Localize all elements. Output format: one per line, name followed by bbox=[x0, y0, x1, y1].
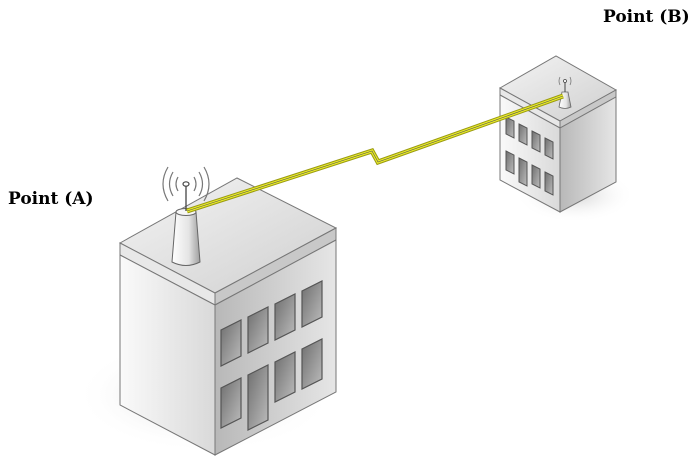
window bbox=[220, 377, 242, 429]
building-b-windows bbox=[505, 116, 554, 196]
building-a bbox=[75, 166, 338, 456]
window bbox=[531, 130, 541, 153]
window bbox=[247, 306, 269, 354]
window bbox=[531, 164, 541, 189]
window bbox=[505, 116, 515, 139]
window bbox=[274, 293, 296, 341]
building-b-right-face bbox=[559, 96, 617, 213]
window bbox=[301, 338, 323, 390]
window bbox=[505, 150, 515, 175]
window bbox=[544, 171, 554, 196]
link-line bbox=[186, 95, 564, 212]
antenna-b-tip bbox=[563, 79, 567, 83]
point-b-label: Point (B) bbox=[603, 7, 690, 27]
wireless-link bbox=[186, 93, 564, 214]
building-a-windows-lower bbox=[220, 338, 323, 431]
point-a-label: Point (A) bbox=[8, 189, 94, 209]
radio-antenna-icon bbox=[171, 211, 201, 266]
door bbox=[518, 157, 528, 187]
window bbox=[518, 123, 528, 146]
window bbox=[544, 137, 554, 160]
building-a-windows-upper bbox=[220, 280, 323, 367]
radio-waves-icon bbox=[558, 76, 572, 86]
door bbox=[247, 364, 269, 431]
building-b bbox=[498, 55, 635, 223]
radio-waves-icon bbox=[162, 166, 210, 202]
antenna-a-tip bbox=[182, 181, 190, 187]
window bbox=[220, 319, 242, 367]
window bbox=[301, 280, 323, 328]
window bbox=[274, 351, 296, 403]
